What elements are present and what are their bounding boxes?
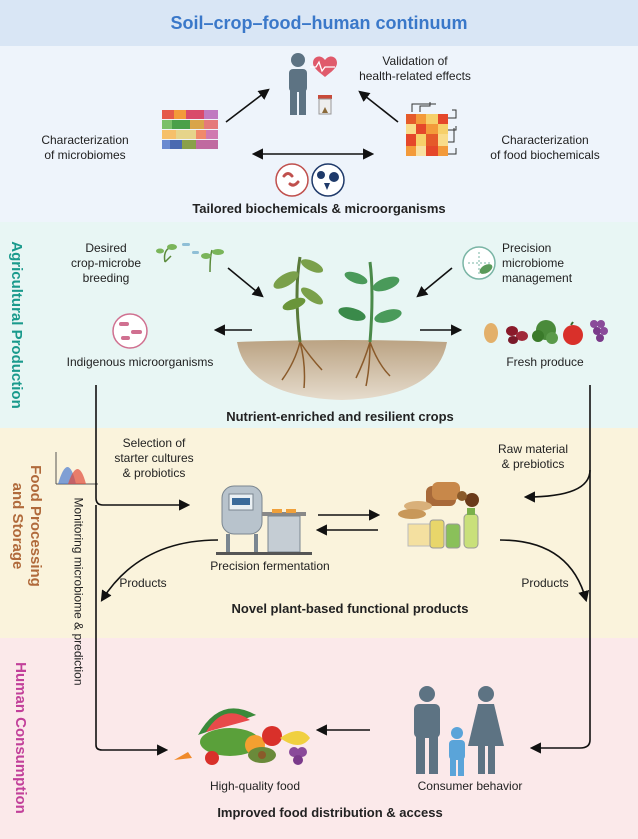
food-characterization-label: Characterization of food biochemicals [490, 133, 600, 162]
distribution-heading: Improved food distribution & access [217, 805, 443, 820]
title-bar [0, 0, 638, 46]
selection-label: Selection of starter cultures & probioti… [114, 436, 194, 480]
agricultural-side-label: Agricultural Production [8, 241, 25, 409]
products-right-label: Products [521, 576, 569, 590]
tailored-heading: Tailored biochemicals & microorganisms [192, 201, 446, 216]
nutrient-crops-heading: Nutrient-enriched and resilient crops [226, 409, 454, 424]
products-left-label: Products [119, 576, 167, 590]
fresh-produce-label: Fresh produce [506, 355, 584, 369]
page-title: Soil–crop–food–human continuum [170, 13, 468, 33]
consumer-behavior-label: Consumer behavior [417, 779, 523, 793]
high-quality-food-label: High-quality food [209, 779, 301, 793]
microbiome-characterization-label: Characterization of microbiomes [41, 133, 129, 162]
novel-products-heading: Novel plant-based functional products [231, 601, 469, 616]
food-side-label: Food Processing and Storage [9, 465, 44, 587]
raw-material-label: Raw material & prebiotics [497, 442, 569, 471]
validation-label: Validation of health-related effects [359, 54, 471, 83]
fermentation-label: Precision fermentation [210, 559, 330, 573]
precision-management-label: Precision microbiome management [502, 241, 573, 285]
human-side-label: Human Consumption [12, 662, 29, 814]
monitoring-label: Monitoring microbiome & prediction [71, 497, 86, 686]
breeding-label: Desired crop-microbe breeding [70, 241, 142, 285]
indigenous-label: Indigenous microorganisms [66, 355, 214, 369]
